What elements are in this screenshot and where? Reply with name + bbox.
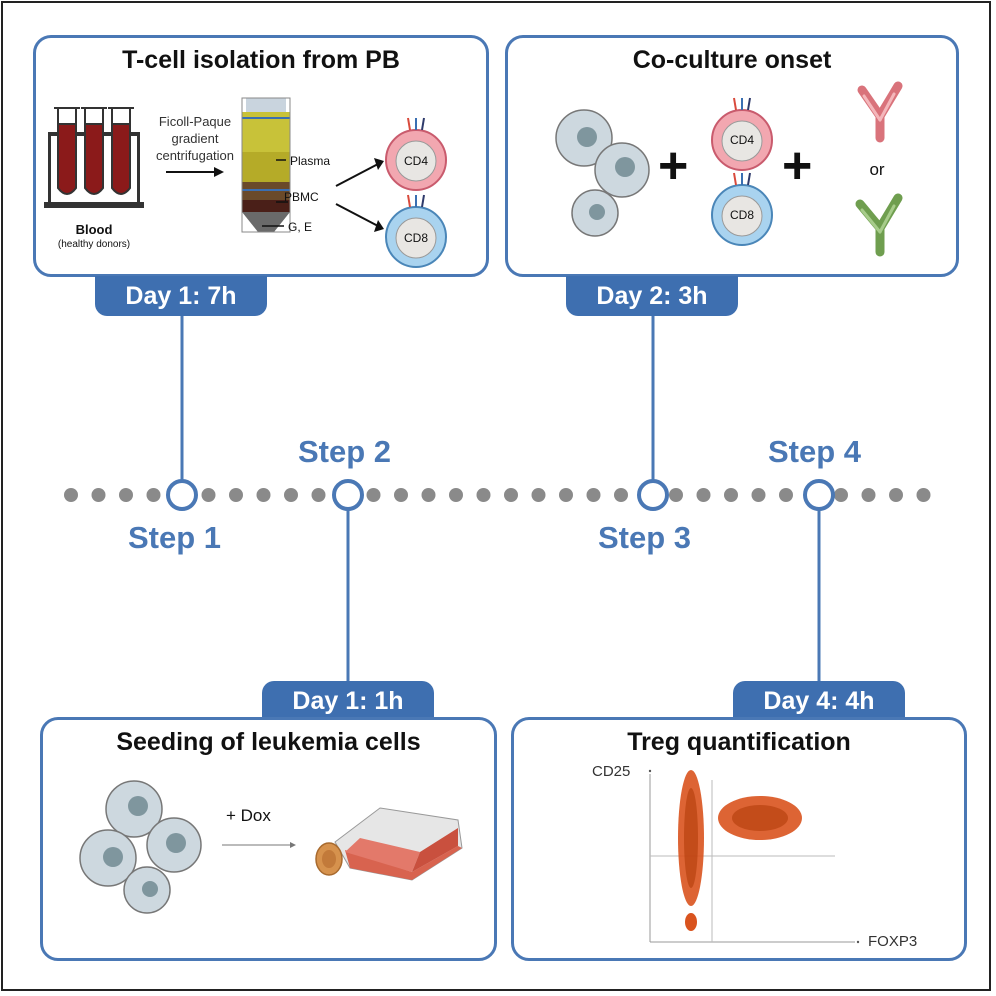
timeline-dot xyxy=(449,488,463,502)
timeline-dot xyxy=(669,488,683,502)
cd4-cell-icon xyxy=(711,97,773,171)
timeline-dot xyxy=(64,488,78,502)
timeline-dot xyxy=(394,488,408,502)
plus-sign-2: + xyxy=(782,137,813,195)
or-label: or xyxy=(869,160,885,179)
dox-label: + Dox xyxy=(226,806,271,825)
timeline-dot xyxy=(366,488,381,502)
duration-tab-step4: Day 4: 4h xyxy=(733,681,905,721)
timeline-dot xyxy=(834,488,848,502)
cd4-label: CD4 xyxy=(403,154,428,168)
plus-sign-1: + xyxy=(658,137,689,195)
timeline-dot xyxy=(284,488,298,502)
step2-label: Step 2 xyxy=(298,434,392,469)
timeline-dot xyxy=(559,488,573,502)
step1-label: Step 1 xyxy=(128,520,222,555)
timeline-dot xyxy=(504,488,518,502)
step1-marker xyxy=(166,479,198,511)
timeline-dot xyxy=(311,488,326,502)
timeline-dot xyxy=(476,488,491,502)
timeline-dot xyxy=(724,488,738,502)
timeline-dot xyxy=(119,488,133,502)
blood-tubes-icon xyxy=(44,107,144,208)
centrifuge-tube-icon xyxy=(241,97,291,233)
cd4-label: CD4 xyxy=(729,133,754,147)
x-axis-label: FOXP3 xyxy=(868,933,918,950)
blood-sublabel: (healthy donors) xyxy=(57,239,131,250)
timeline-dot xyxy=(586,488,601,502)
panel-title: Co-culture onset xyxy=(632,46,832,74)
cd8-label: CD8 xyxy=(403,231,428,245)
timeline-dot xyxy=(201,488,216,502)
cd8-cell-icon xyxy=(385,194,447,268)
panel-title: T-cell isolation from PB xyxy=(122,46,400,74)
layer-pbmc-label: PBMC xyxy=(284,190,319,204)
timeline-dot xyxy=(229,488,243,502)
timeline-dot xyxy=(861,488,876,502)
timeline-dot xyxy=(696,488,711,502)
panel-title: Seeding of leukemia cells xyxy=(116,728,421,756)
step4-marker xyxy=(803,479,835,511)
layer-plasma-label: Plasma xyxy=(290,154,331,168)
cd8-label: CD8 xyxy=(729,208,754,222)
timeline-dot xyxy=(256,488,271,502)
timeline-dot xyxy=(421,488,436,502)
timeline-dot xyxy=(916,488,931,502)
timeline-dot xyxy=(889,488,903,502)
step3-marker xyxy=(637,479,669,511)
y-axis-label: CD25 xyxy=(592,763,631,780)
layer-ge-label: G, E xyxy=(288,220,313,234)
cd4-cell-icon xyxy=(385,117,447,191)
gate-population-low xyxy=(685,913,697,931)
culture-flask-icon xyxy=(315,807,463,881)
cd8-cell-icon xyxy=(711,172,773,246)
timeline-dot xyxy=(91,488,106,502)
timeline-dot xyxy=(531,488,546,502)
timeline-dot xyxy=(751,488,766,502)
method-label: Ficoll-Paque gradient centrifugation xyxy=(155,114,235,163)
step4-label: Step 4 xyxy=(768,434,862,469)
duration-tab-step3: Day 2: 3h xyxy=(566,276,738,316)
timeline-dot xyxy=(779,488,793,502)
step2-marker xyxy=(332,479,364,511)
timeline-dot xyxy=(614,488,628,502)
panel-title: Treg quantification xyxy=(627,728,851,756)
step3-label: Step 3 xyxy=(598,520,692,555)
timeline-dot xyxy=(146,488,161,502)
duration-tab-step2: Day 1: 1h xyxy=(262,681,434,721)
timeline-dots xyxy=(64,488,931,502)
blood-label: Blood xyxy=(75,222,113,237)
panel-treg-quantification: Treg quantification xyxy=(511,717,967,961)
duration-tab-step1: Day 1: 7h xyxy=(95,276,267,316)
